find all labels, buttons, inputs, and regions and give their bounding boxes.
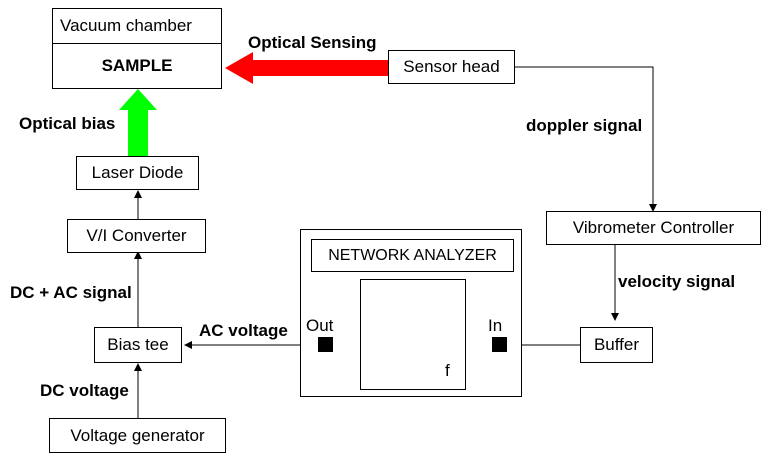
vibrometer-controller-label: Vibrometer Controller bbox=[572, 218, 735, 237]
ac-voltage-label: AC voltage bbox=[199, 321, 288, 340]
out-port-label: Out bbox=[306, 316, 334, 335]
optical-bias-arrow bbox=[119, 89, 157, 156]
voltage-generator-box: Voltage generator bbox=[49, 418, 226, 453]
vibrometer-controller-box: Vibrometer Controller bbox=[546, 211, 761, 245]
doppler-signal-line bbox=[515, 66, 657, 212]
dc-ac-signal-label: DC + AC signal bbox=[10, 283, 132, 302]
velocity-signal-label: velocity signal bbox=[618, 272, 736, 291]
laser-diode-box: Laser Diode bbox=[76, 156, 199, 190]
optical-sensing-label: Optical Sensing bbox=[248, 33, 377, 52]
voltage-generator-label: Voltage generator bbox=[70, 425, 205, 445]
sensor-head-label: Sensor head bbox=[403, 57, 500, 76]
optical-bias-label: Optical bias bbox=[19, 114, 116, 133]
out-port bbox=[318, 337, 333, 352]
in-port-label: In bbox=[488, 316, 503, 335]
sensor-head-box: Sensor head bbox=[388, 50, 515, 84]
sample-label: SAMPLE bbox=[101, 56, 173, 75]
sample-box: SAMPLE bbox=[52, 43, 222, 89]
dc-voltage-label: DC voltage bbox=[40, 381, 129, 400]
buffer-box: Buffer bbox=[580, 327, 653, 363]
in-port bbox=[492, 337, 507, 352]
network-analyzer-label: NETWORK ANALYZER bbox=[328, 246, 497, 264]
vacuum-chamber-label: Vacuum chamber bbox=[60, 16, 192, 35]
analyzer-plot-box bbox=[360, 279, 466, 390]
bias-tee-label: Bias tee bbox=[107, 335, 169, 354]
laser-diode-label: Laser Diode bbox=[91, 163, 184, 182]
network-analyzer-title-box: NETWORK ANALYZER bbox=[311, 239, 514, 272]
vacuum-chamber-box: Vacuum chamber bbox=[52, 8, 222, 44]
optical-sensing-arrow bbox=[225, 52, 388, 84]
vi-converter-box: V/I Converter bbox=[67, 219, 206, 253]
plot-axis-label-f: f bbox=[445, 361, 450, 380]
vi-converter-label: V/I Converter bbox=[86, 226, 187, 245]
buffer-label: Buffer bbox=[593, 335, 640, 354]
bias-tee-box: Bias tee bbox=[94, 327, 182, 363]
doppler-signal-label: doppler signal bbox=[526, 116, 643, 135]
